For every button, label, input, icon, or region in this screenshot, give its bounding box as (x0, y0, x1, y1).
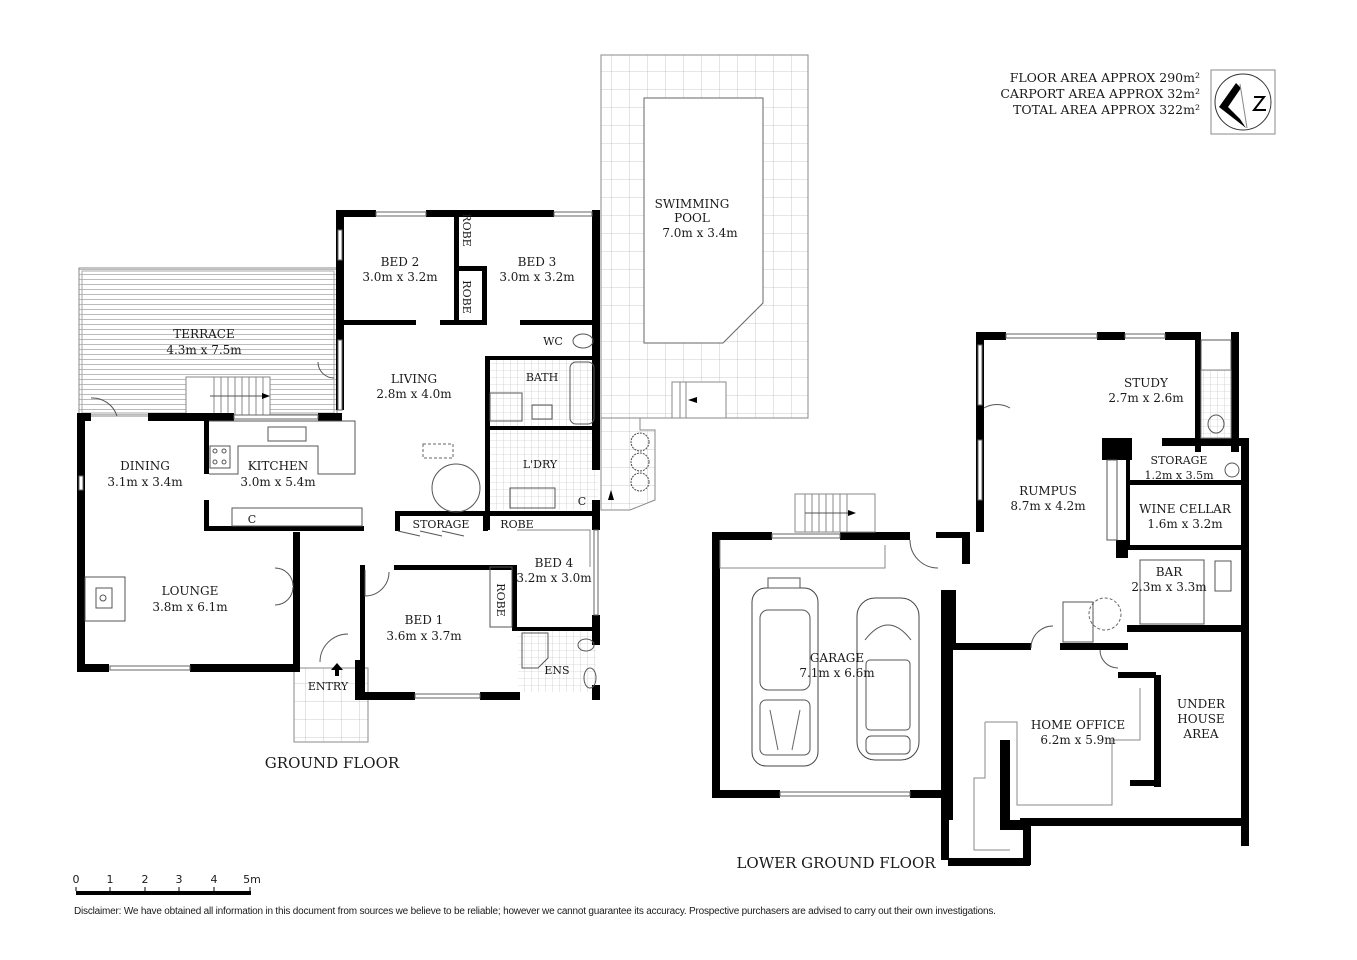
svg-text:4: 4 (211, 873, 218, 886)
svg-text:BAR: BAR (1156, 565, 1183, 579)
svg-text:1: 1 (107, 873, 114, 886)
total-area-text: TOTAL AREA APPROX 322m² (1013, 102, 1200, 117)
svg-text:BED 3: BED 3 (518, 255, 557, 269)
svg-text:3.0m x 5.4m: 3.0m x 5.4m (240, 475, 316, 489)
room-dining: DINING 3.1m x 3.4m (107, 459, 183, 489)
area-summary: FLOOR AREA APPROX 290m² CARPORT AREA APP… (1000, 70, 1200, 117)
svg-text:BED 1: BED 1 (405, 613, 444, 627)
svg-text:DINING: DINING (120, 459, 170, 473)
svg-text:STUDY: STUDY (1124, 376, 1169, 390)
room-robe-bed4: ROBE (500, 518, 533, 531)
car-suv-icon (751, 577, 819, 767)
lower-floor-windows (771, 333, 1166, 797)
svg-text:HOME OFFICE: HOME OFFICE (1031, 718, 1125, 732)
svg-text:UNDER: UNDER (1177, 697, 1226, 711)
robe-label-bed3: ROBE (460, 213, 473, 246)
room-wc: WC (543, 335, 563, 348)
room-rumpus: RUMPUS 8.7m x 4.2m (1010, 484, 1086, 513)
room-home-office: HOME OFFICE 6.2m x 5.9m (1031, 718, 1125, 747)
room-bed-4: BED 4 3.2m x 3.0m (516, 556, 592, 585)
svg-text:7.0m x 3.4m: 7.0m x 3.4m (662, 226, 738, 240)
room-bed-3: BED 3 3.0m x 3.2m (499, 255, 575, 284)
room-terrace: TERRACE 4.3m x 7.5m (166, 327, 242, 357)
room-kitchen: KITCHEN 3.0m x 5.4m (240, 459, 316, 489)
terrace-deck (78, 267, 338, 417)
pool-deck (600, 54, 809, 511)
room-entry: ENTRY (308, 680, 349, 693)
floor-area-text: FLOOR AREA APPROX 290m² (1010, 70, 1200, 85)
svg-text:2.3m x 3.3m: 2.3m x 3.3m (1131, 580, 1207, 594)
kitchen-cupboard-label: C (248, 513, 256, 526)
laundry-cupboard-label: C (578, 495, 586, 508)
svg-text:AREA: AREA (1182, 727, 1218, 741)
svg-text:STORAGE: STORAGE (1151, 454, 1208, 467)
room-storage-lower: STORAGE 1.2m x 3.5m (1144, 454, 1214, 482)
svg-text:4.3m x 7.5m: 4.3m x 7.5m (166, 343, 242, 357)
carport-area-text: CARPORT AREA APPROX 32m² (1000, 86, 1200, 101)
svg-text:3.1m x 3.4m: 3.1m x 3.4m (107, 475, 183, 489)
ground-floor-walls (77, 210, 600, 700)
lz-logo-icon (1210, 69, 1276, 135)
svg-text:2: 2 (142, 873, 149, 886)
svg-text:1.2m x 3.5m: 1.2m x 3.5m (1144, 469, 1214, 482)
room-ensuite: ENS (544, 664, 569, 677)
disclaimer-text: Disclaimer: We have obtained all informa… (74, 906, 996, 917)
robe-label-bed2: ROBE (460, 280, 473, 313)
svg-text:LIVING: LIVING (391, 372, 437, 386)
room-under-house-area: UNDER HOUSE AREA (1177, 697, 1226, 741)
svg-text:2.8m x 4.0m: 2.8m x 4.0m (376, 387, 452, 401)
svg-text:1.6m x 3.2m: 1.6m x 3.2m (1147, 517, 1223, 531)
lower-ground-floor-title: LOWER GROUND FLOOR (736, 854, 936, 872)
svg-text:WINE CELLAR: WINE CELLAR (1139, 502, 1232, 516)
svg-text:BED 4: BED 4 (535, 556, 574, 570)
lower-floor-fixtures (719, 339, 1240, 851)
svg-text:0: 0 (73, 873, 80, 886)
svg-text:BED 2: BED 2 (381, 255, 420, 269)
ground-floor-windows (78, 211, 599, 699)
svg-text:2.7m x 2.6m: 2.7m x 2.6m (1108, 391, 1184, 405)
scale-bar: 0 1 2 3 4 5m (73, 873, 261, 895)
room-bed-2: BED 2 3.0m x 3.2m (362, 255, 438, 284)
car-sedan-icon (856, 597, 920, 761)
room-storage: STORAGE (413, 518, 470, 531)
robe-label-bed1: ROBE (494, 583, 507, 616)
svg-text:HOUSE: HOUSE (1177, 712, 1224, 726)
svg-text:POOL: POOL (674, 211, 710, 225)
svg-text:3: 3 (176, 873, 183, 886)
room-garage: GARAGE 7.1m x 6.6m (799, 651, 875, 680)
room-living: LIVING 2.8m x 4.0m (376, 372, 452, 401)
svg-text:3.0m x 3.2m: 3.0m x 3.2m (499, 270, 575, 284)
room-swimming-pool: SWIMMING POOL 7.0m x 3.4m (655, 197, 739, 240)
room-study: STUDY 2.7m x 2.6m (1108, 376, 1184, 405)
lower-floor-walls (712, 332, 1249, 866)
room-lounge: LOUNGE 3.8m x 6.1m (152, 584, 228, 614)
svg-text:7.1m x 6.6m: 7.1m x 6.6m (799, 666, 875, 680)
svg-text:5m: 5m (243, 873, 261, 886)
svg-text:8.7m x 4.2m: 8.7m x 4.2m (1010, 499, 1086, 513)
ground-floor-fixtures (84, 333, 597, 689)
svg-text:6.2m x 5.9m: 6.2m x 5.9m (1040, 733, 1116, 747)
room-laundry: L'DRY (523, 458, 558, 471)
svg-text:3.2m x 3.0m: 3.2m x 3.0m (516, 571, 592, 585)
svg-text:KITCHEN: KITCHEN (248, 459, 309, 473)
room-bath: BATH (526, 371, 558, 384)
room-wine-cellar: WINE CELLAR 1.6m x 3.2m (1139, 502, 1232, 531)
svg-text:3.8m x 6.1m: 3.8m x 6.1m (152, 600, 228, 614)
svg-text:TERRACE: TERRACE (173, 327, 234, 341)
svg-text:GARAGE: GARAGE (810, 651, 864, 665)
ground-floor-title: GROUND FLOOR (265, 754, 400, 772)
svg-text:LOUNGE: LOUNGE (162, 584, 219, 598)
room-bar: BAR 2.3m x 3.3m (1131, 565, 1207, 594)
svg-text:3.6m x 3.7m: 3.6m x 3.7m (386, 629, 462, 643)
room-bed-1: BED 1 3.6m x 3.7m (386, 613, 462, 643)
svg-text:SWIMMING: SWIMMING (655, 197, 730, 211)
svg-text:RUMPUS: RUMPUS (1019, 484, 1077, 498)
svg-text:3.0m x 3.2m: 3.0m x 3.2m (362, 270, 438, 284)
